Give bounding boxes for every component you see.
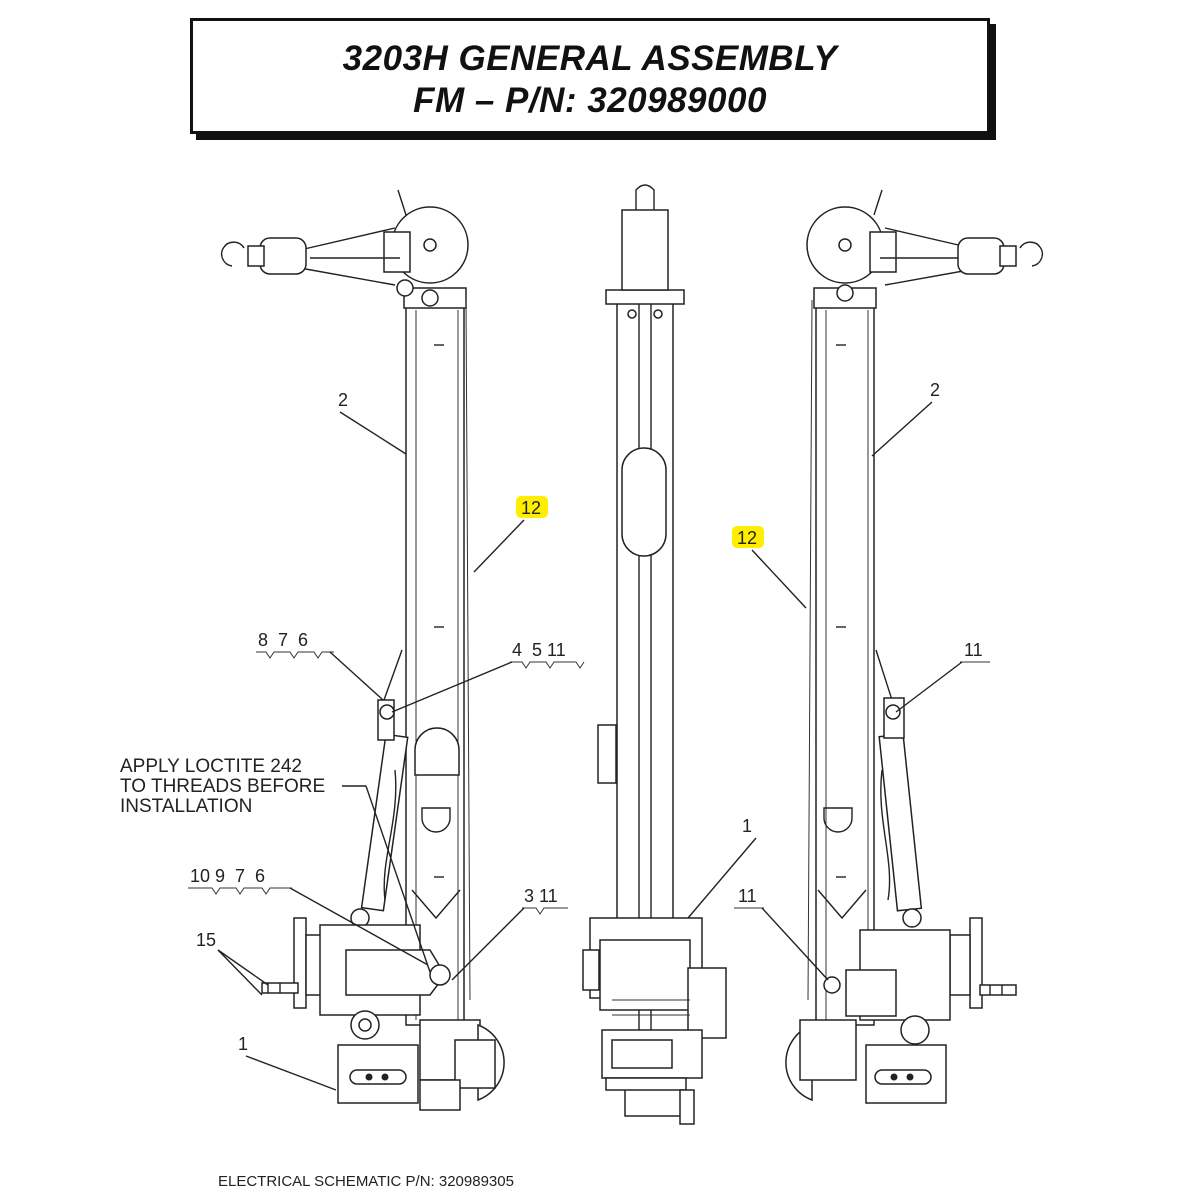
callout-left-1: 1 <box>238 1034 248 1054</box>
callout-left-8-7-6: 8 7 6 <box>258 630 308 650</box>
left-view <box>220 189 505 1111</box>
callout-left-10-9-7-6: 10 9 7 6 <box>190 866 265 886</box>
callout-right-2: 2 <box>930 380 940 400</box>
title-line-1: 3203H GENERAL ASSEMBLY <box>342 39 838 78</box>
callout-right-11-upper: 11 <box>964 640 983 660</box>
callout-left-12: 12 <box>521 498 541 518</box>
electrical-schematic-note: ELECTRICAL SCHEMATIC P/N: 320989305 <box>218 1173 514 1190</box>
title-line-2: FM – P/N: 320989000 <box>413 81 767 120</box>
callout-center-1: 1 <box>742 816 752 836</box>
right-cylinder <box>878 733 923 912</box>
callout-left-15: 15 <box>196 930 216 950</box>
right-mast <box>815 304 875 1026</box>
title-block: 3203H GENERAL ASSEMBLY FM – P/N: 3209890… <box>190 18 990 134</box>
callout-right-12: 12 <box>737 528 757 548</box>
center-slot <box>621 447 667 557</box>
center-mast <box>616 297 674 979</box>
callout-left-4-5-11: 4 5 11 <box>512 640 566 660</box>
note-line-1: APPLY LOCTITE 242 <box>120 756 302 777</box>
callout-left-3-11: 3 11 <box>524 886 558 906</box>
note-line-3: INSTALLATION <box>120 796 252 817</box>
note-line-2: TO THREADS BEFORE <box>120 776 325 797</box>
highlight-right-12 <box>732 526 764 548</box>
callout-right-11-lower: 11 <box>738 886 757 906</box>
highlight-left-12 <box>516 496 548 518</box>
left-hook-icon <box>220 241 245 267</box>
center-view <box>582 184 727 1125</box>
right-hook-icon <box>1019 241 1044 267</box>
right-view <box>785 189 1044 1104</box>
callout-left-2: 2 <box>338 390 348 410</box>
